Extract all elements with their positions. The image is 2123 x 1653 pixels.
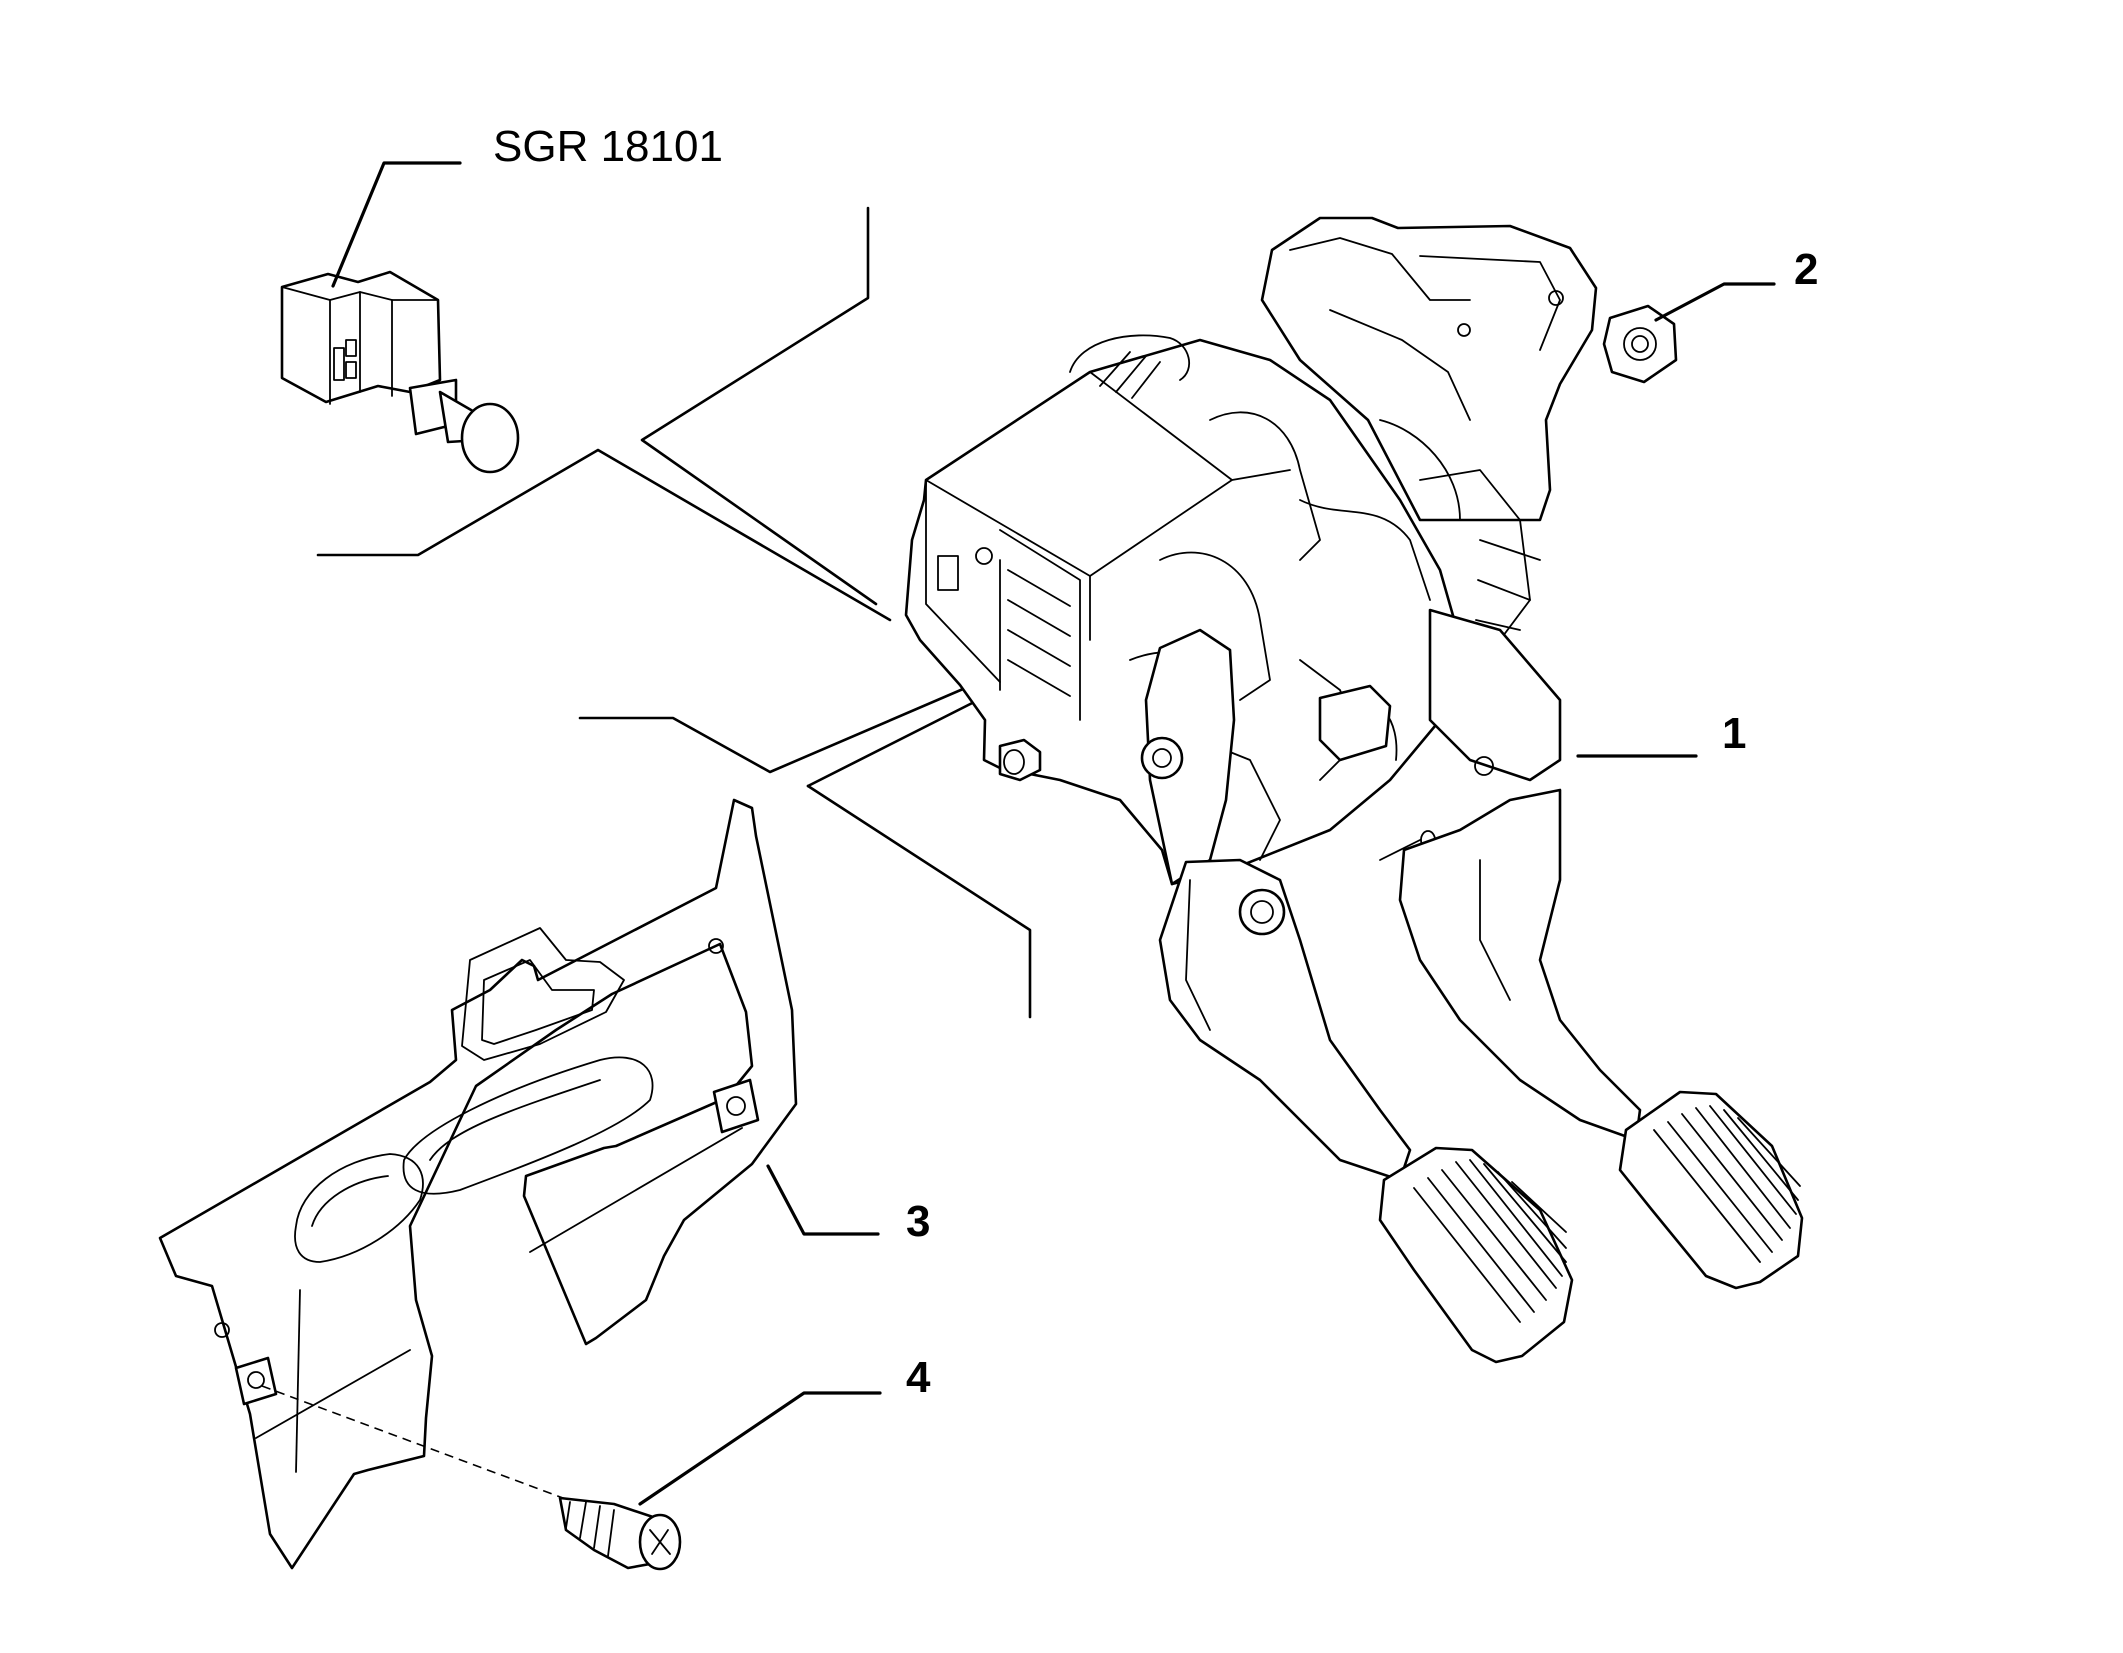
- countersunk-screw: [558, 1496, 682, 1571]
- clip-nut-left: [234, 1356, 278, 1406]
- stop-light-switch: [280, 270, 520, 474]
- callout-3-label: 3: [906, 1197, 931, 1246]
- flange-nut: [1602, 304, 1678, 384]
- assembly-guide-lines: [316, 206, 1032, 1019]
- callout-4-label: 4: [906, 1353, 931, 1402]
- callout-2-label: 2: [1794, 245, 1819, 294]
- pedal-box-assembly: [904, 216, 1804, 1364]
- callout-2-leader: [1654, 282, 1776, 322]
- screw-alignment-line: [261, 1385, 607, 1515]
- switch-leader-line: [331, 161, 462, 288]
- callout-1-label: 1: [1722, 709, 1747, 758]
- cover-panel: [158, 798, 798, 1570]
- callout-3-leader: [766, 1164, 880, 1236]
- clip-nut-right: [712, 1078, 760, 1134]
- switch-reference-code: SGR 18101: [493, 122, 723, 171]
- callout-4-leader: [638, 1391, 882, 1506]
